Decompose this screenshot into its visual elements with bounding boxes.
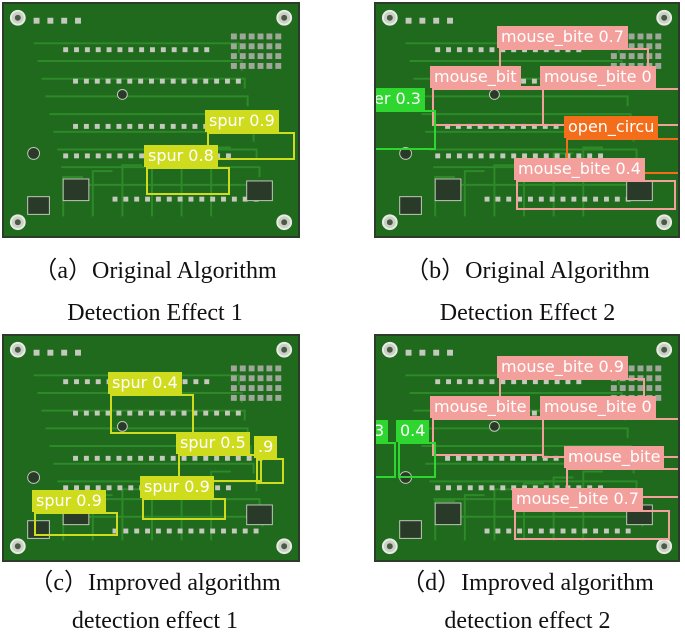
detection-mouse-bite: mouse_bite [430,396,544,456]
caption-d-line1: （d）Improved algorithm [401,570,654,596]
detection-label: spur 0.9 [205,110,279,132]
detection-box [256,458,284,484]
detection-label: mouse_bite [564,446,665,468]
detection-label: mouse_bite 0.7 [512,488,643,510]
detection-label: mouse_bite 0 [540,396,656,418]
detection-label: er 0.3 [376,88,425,110]
detection-spur: spur 0.9 [205,110,295,160]
detection-box [514,510,670,540]
detection-box [376,110,436,150]
detection-label: spur 0.9 [32,490,106,512]
detection-label: 3 [376,420,389,442]
caption-c-line2: detection effect 1 [71,608,239,634]
detection-label: spur 0.8 [144,145,218,167]
caption-d-line2: detection effect 2 [444,608,611,634]
detection-spur: spur 0.5 [176,432,262,482]
caption-a-line1: （a）Original Algorithm [33,258,277,284]
detection-mouse-bite: mouse_bite 0 [540,396,678,458]
detection-short: er 0.3 [376,88,436,150]
caption-c-line1: （c）Improved algorithm [29,570,281,596]
detection-label: open_circu [564,116,659,138]
detection-box [432,88,544,126]
detection-label: 0.4 [396,420,430,442]
pcb-image-d: mouse_bite 0.9 mouse_bite mouse_bite 0 3… [374,334,680,562]
detection-box [398,442,436,478]
detection-label: mouse_bite 0.9 [497,356,628,378]
detection-spur: spur 0.9 [32,490,118,536]
detection-spur: spur 0.9 [140,476,226,520]
detection-mouse-bite: mouse_bite 0 [540,66,678,126]
detection-mouse-bite: mouse_bite 0.7 [497,26,649,88]
detection-mouse-bite: mouse_bit [430,66,544,126]
detection-mouse-bite: mouse_bite 0.4 [514,158,676,210]
detection-box [110,394,194,434]
detection-label: .9 [254,436,278,458]
detection-box [432,418,544,456]
detection-label: mouse_bite 0 [540,66,656,88]
detection-label: mouse_bite 0.4 [514,158,645,180]
pcb-image-b: mouse_bite 0.7 mouse_bit mouse_bite 0 er… [374,2,680,238]
detection-box [142,498,226,520]
caption-b-line1: （b）Original Algorithm [405,258,650,284]
detection-spur: spur 0.8 [144,145,230,195]
detection-box [207,132,295,160]
detection-spur: spur 0.4 [108,372,194,434]
detection-label: spur 0.9 [140,476,214,498]
detection-box [34,512,118,536]
detection-mouse-bite: mouse_bite [564,446,678,498]
detection-label: mouse_bite [430,396,531,418]
detection-label: mouse_bit [430,66,521,88]
detection-box [178,454,262,482]
detection-mouse-bite: mouse_bite 0.7 [512,488,670,540]
detection-label: spur 0.5 [176,432,250,454]
detection-label: spur 0.4 [108,372,182,394]
detection-box [146,167,230,195]
detection-label: mouse_bite 0.7 [497,26,628,48]
detection-short: 3 [376,420,396,478]
pcb-image-a: spur 0.9 spur 0.8 [2,2,300,238]
detection-box [516,180,676,210]
detection-short: 0.4 [396,420,436,478]
caption-a-line2: Detection Effect 1 [67,300,243,326]
detection-spur: .9 [254,436,284,484]
detection-box [376,442,396,478]
caption-b-line2: Detection Effect 2 [439,300,616,326]
pcb-image-c: spur 0.4 spur 0.5 .9 spur 0.9 spur 0.9 [2,334,300,562]
